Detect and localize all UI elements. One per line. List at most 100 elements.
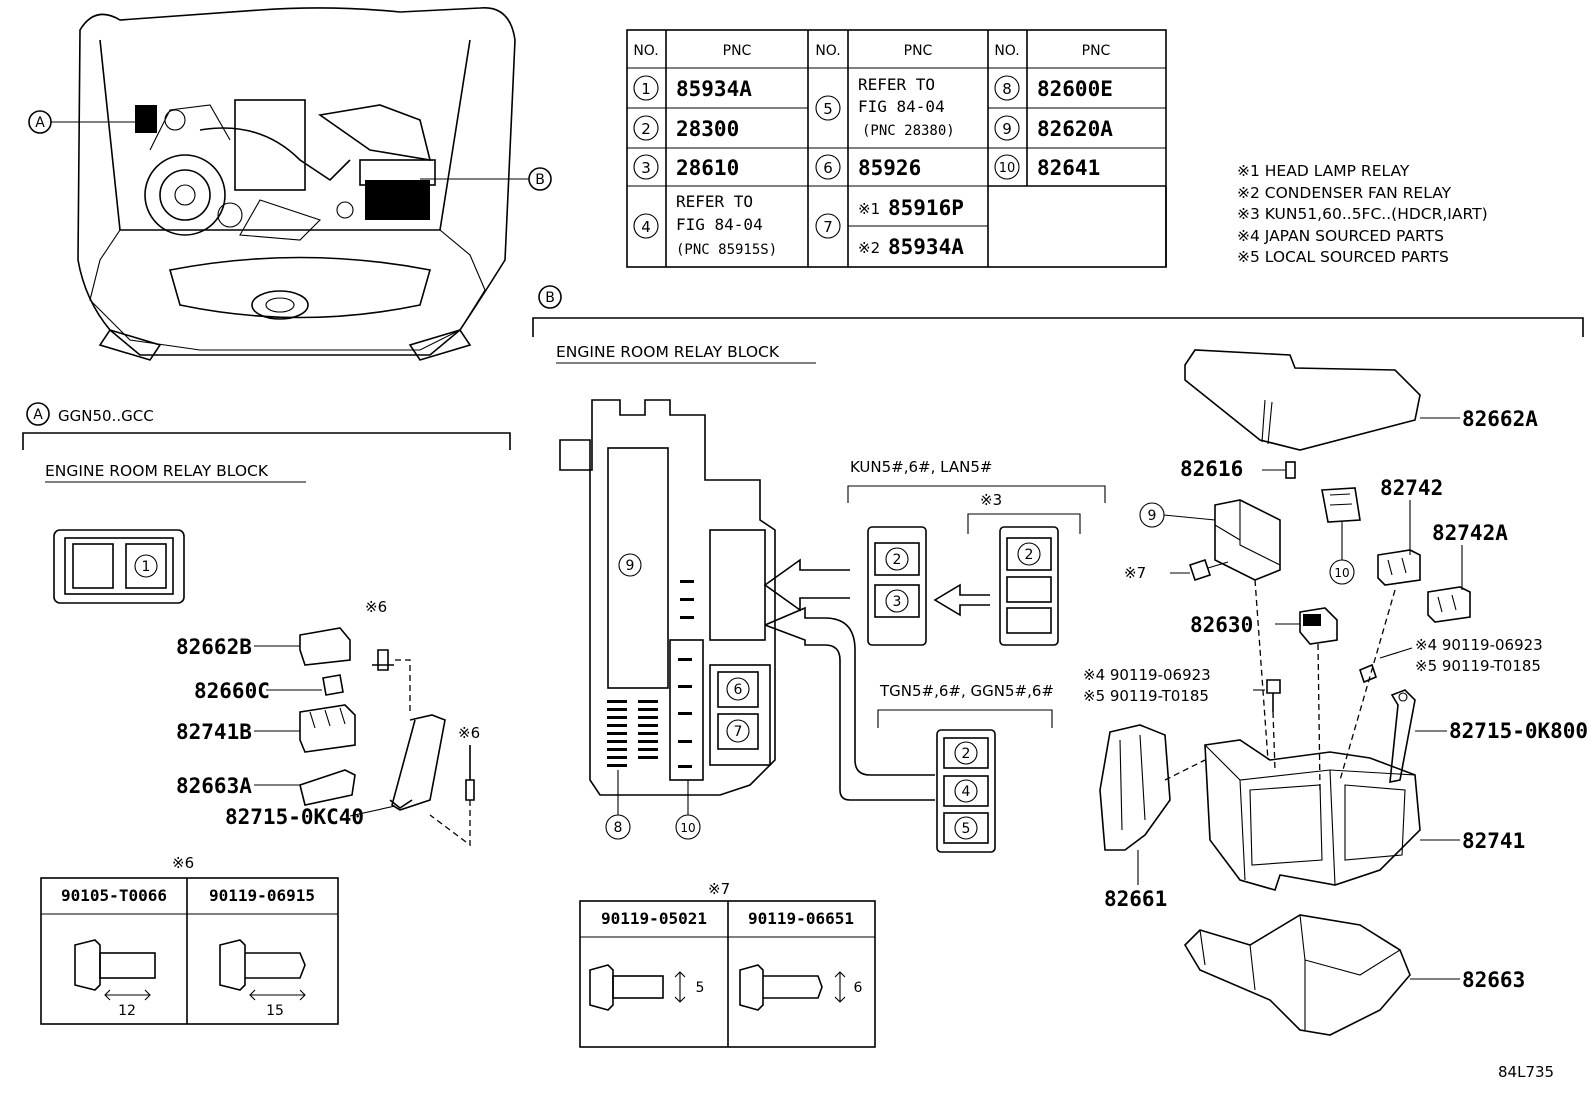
part-82741: 82741 bbox=[1462, 829, 1525, 853]
part-82662A: 82662A bbox=[1462, 407, 1538, 431]
svg-text:A: A bbox=[33, 407, 43, 423]
svg-text:15: 15 bbox=[266, 1003, 284, 1019]
svg-text:6: 6 bbox=[823, 159, 833, 177]
svg-text:(PNC 28380): (PNC 28380) bbox=[862, 123, 955, 139]
part-82742: 82742 bbox=[1380, 476, 1443, 500]
note-1: ※1 HEAD LAMP RELAY bbox=[1237, 162, 1410, 180]
svg-text:6: 6 bbox=[734, 682, 743, 698]
svg-text:2: 2 bbox=[893, 552, 902, 568]
svg-text:82620A: 82620A bbox=[1037, 117, 1113, 141]
part-82616: 82616 bbox=[1180, 457, 1243, 481]
svg-text:4: 4 bbox=[641, 218, 651, 236]
note-3: ※3 KUN51,60..5FC..(HDCR,IART) bbox=[1237, 205, 1488, 223]
svg-text:9: 9 bbox=[626, 558, 635, 574]
svg-text:4: 4 bbox=[962, 784, 971, 800]
svg-text:5: 5 bbox=[696, 980, 705, 996]
svg-text:1: 1 bbox=[641, 80, 651, 98]
svg-text:85934A: 85934A bbox=[888, 235, 964, 259]
svg-text:(PNC 85915S): (PNC 85915S) bbox=[676, 242, 777, 258]
svg-text:5: 5 bbox=[962, 821, 971, 837]
svg-text:6: 6 bbox=[854, 980, 863, 996]
header-no-1: NO. bbox=[633, 43, 658, 59]
figure-code: 84L735 bbox=[1498, 1063, 1554, 1081]
exploded-parts: 82662A 82616 9 ※7 10 82742 82742A 82630 bbox=[1083, 349, 1588, 1036]
svg-text:90119-06915: 90119-06915 bbox=[209, 886, 315, 905]
svg-text:7: 7 bbox=[734, 724, 743, 740]
svg-text:85916P: 85916P bbox=[888, 196, 964, 220]
svg-text:10: 10 bbox=[680, 821, 695, 835]
engine-bay-illustration bbox=[77, 7, 516, 361]
pnc-table: NO. PNC NO. PNC NO. PNC 1 85934A 2 28300… bbox=[626, 29, 1167, 268]
header-no-3: NO. bbox=[994, 43, 1019, 59]
svg-text:12: 12 bbox=[118, 1003, 136, 1019]
svg-text:3: 3 bbox=[893, 594, 902, 610]
header-no-2: NO. bbox=[815, 43, 840, 59]
svg-text:※7: ※7 bbox=[1124, 564, 1146, 582]
svg-text:10: 10 bbox=[1334, 566, 1349, 580]
svg-text:2: 2 bbox=[1025, 547, 1034, 563]
svg-text:3: 3 bbox=[641, 159, 651, 177]
svg-text:A: A bbox=[35, 115, 45, 131]
section-a-model: GGN50..GCC bbox=[58, 407, 154, 425]
part-82662B: 82662B bbox=[176, 635, 252, 659]
svg-text:※1: ※1 bbox=[858, 200, 880, 218]
variant-tgn-ggn: TGN5#,6#, GGN5#,6# bbox=[879, 682, 1054, 700]
svg-text:※7: ※7 bbox=[708, 880, 730, 898]
part-82742A: 82742A bbox=[1432, 521, 1508, 545]
svg-text:B: B bbox=[545, 290, 555, 306]
section-b: B ENGINE ROOM RELAY BLOCK 9 6 7 8 10 bbox=[532, 285, 1584, 853]
svg-text:10: 10 bbox=[999, 161, 1016, 176]
callout-b-overview: B bbox=[420, 167, 552, 191]
svg-text:90105-T0066: 90105-T0066 bbox=[61, 886, 167, 905]
svg-text:※6: ※6 bbox=[172, 854, 194, 872]
svg-text:28610: 28610 bbox=[676, 156, 739, 180]
svg-text:28300: 28300 bbox=[676, 117, 739, 141]
part-82661: 82661 bbox=[1104, 887, 1167, 911]
svg-text:FIG 84-04: FIG 84-04 bbox=[858, 97, 945, 116]
svg-text:2: 2 bbox=[962, 746, 971, 762]
svg-text:9: 9 bbox=[1148, 508, 1157, 524]
svg-text:REFER TO: REFER TO bbox=[676, 192, 753, 211]
svg-text:FIG 84-04: FIG 84-04 bbox=[676, 215, 763, 234]
svg-text:8: 8 bbox=[614, 820, 623, 836]
header-pnc-3: PNC bbox=[1082, 43, 1111, 59]
part-82630: 82630 bbox=[1190, 613, 1253, 637]
svg-text:90119-06651: 90119-06651 bbox=[748, 909, 854, 928]
callout-a-overview: A bbox=[28, 110, 140, 134]
svg-text:※6: ※6 bbox=[458, 724, 480, 742]
svg-text:85926: 85926 bbox=[858, 156, 921, 180]
variant-kun-lan: KUN5#,6#, LAN5# bbox=[850, 458, 992, 476]
header-pnc-2: PNC bbox=[904, 43, 933, 59]
part-82741B: 82741B bbox=[176, 720, 252, 744]
svg-text:※4 90119-06923: ※4 90119-06923 bbox=[1415, 636, 1543, 654]
svg-text:8: 8 bbox=[1002, 80, 1012, 98]
pnc-85934A: 85934A bbox=[676, 77, 752, 101]
section-a-title: ENGINE ROOM RELAY BLOCK bbox=[45, 462, 269, 480]
svg-text:REFER TO: REFER TO bbox=[858, 75, 935, 94]
section-b-title: ENGINE ROOM RELAY BLOCK bbox=[556, 343, 780, 361]
header-pnc-1: PNC bbox=[723, 43, 752, 59]
bolt-table-a: ※6 90105-T0066 90119-06915 12 15 bbox=[40, 854, 339, 1025]
svg-text:9: 9 bbox=[1002, 120, 1012, 138]
svg-text:82600E: 82600E bbox=[1037, 77, 1113, 101]
note-2: ※2 CONDENSER FAN RELAY bbox=[1237, 184, 1452, 202]
svg-text:※5 90119-T0185: ※5 90119-T0185 bbox=[1415, 657, 1541, 675]
svg-text:※5 90119-T0185: ※5 90119-T0185 bbox=[1083, 687, 1209, 705]
svg-text:※6: ※6 bbox=[365, 598, 387, 616]
svg-text:※3: ※3 bbox=[980, 491, 1002, 509]
notes-list: ※1 HEAD LAMP RELAY ※2 CONDENSER FAN RELA… bbox=[1237, 162, 1488, 266]
svg-text:90119-05021: 90119-05021 bbox=[601, 909, 707, 928]
section-a: A GGN50..GCC ENGINE ROOM RELAY BLOCK 1 8… bbox=[22, 402, 511, 847]
part-82663A: 82663A bbox=[176, 774, 252, 798]
svg-text:5: 5 bbox=[823, 100, 833, 118]
svg-text:1: 1 bbox=[142, 559, 151, 575]
note-5: ※5 LOCAL SOURCED PARTS bbox=[1237, 248, 1449, 266]
svg-text:※4 90119-06923: ※4 90119-06923 bbox=[1083, 666, 1211, 684]
bolt-table-b: ※7 90119-05021 90119-06651 5 6 bbox=[579, 880, 876, 1048]
svg-text:82641: 82641 bbox=[1037, 156, 1100, 180]
note-4: ※4 JAPAN SOURCED PARTS bbox=[1237, 227, 1444, 245]
part-82715-0KC40: 82715-0KC40 bbox=[225, 805, 364, 829]
svg-text:2: 2 bbox=[641, 120, 651, 138]
svg-text:B: B bbox=[535, 172, 545, 188]
